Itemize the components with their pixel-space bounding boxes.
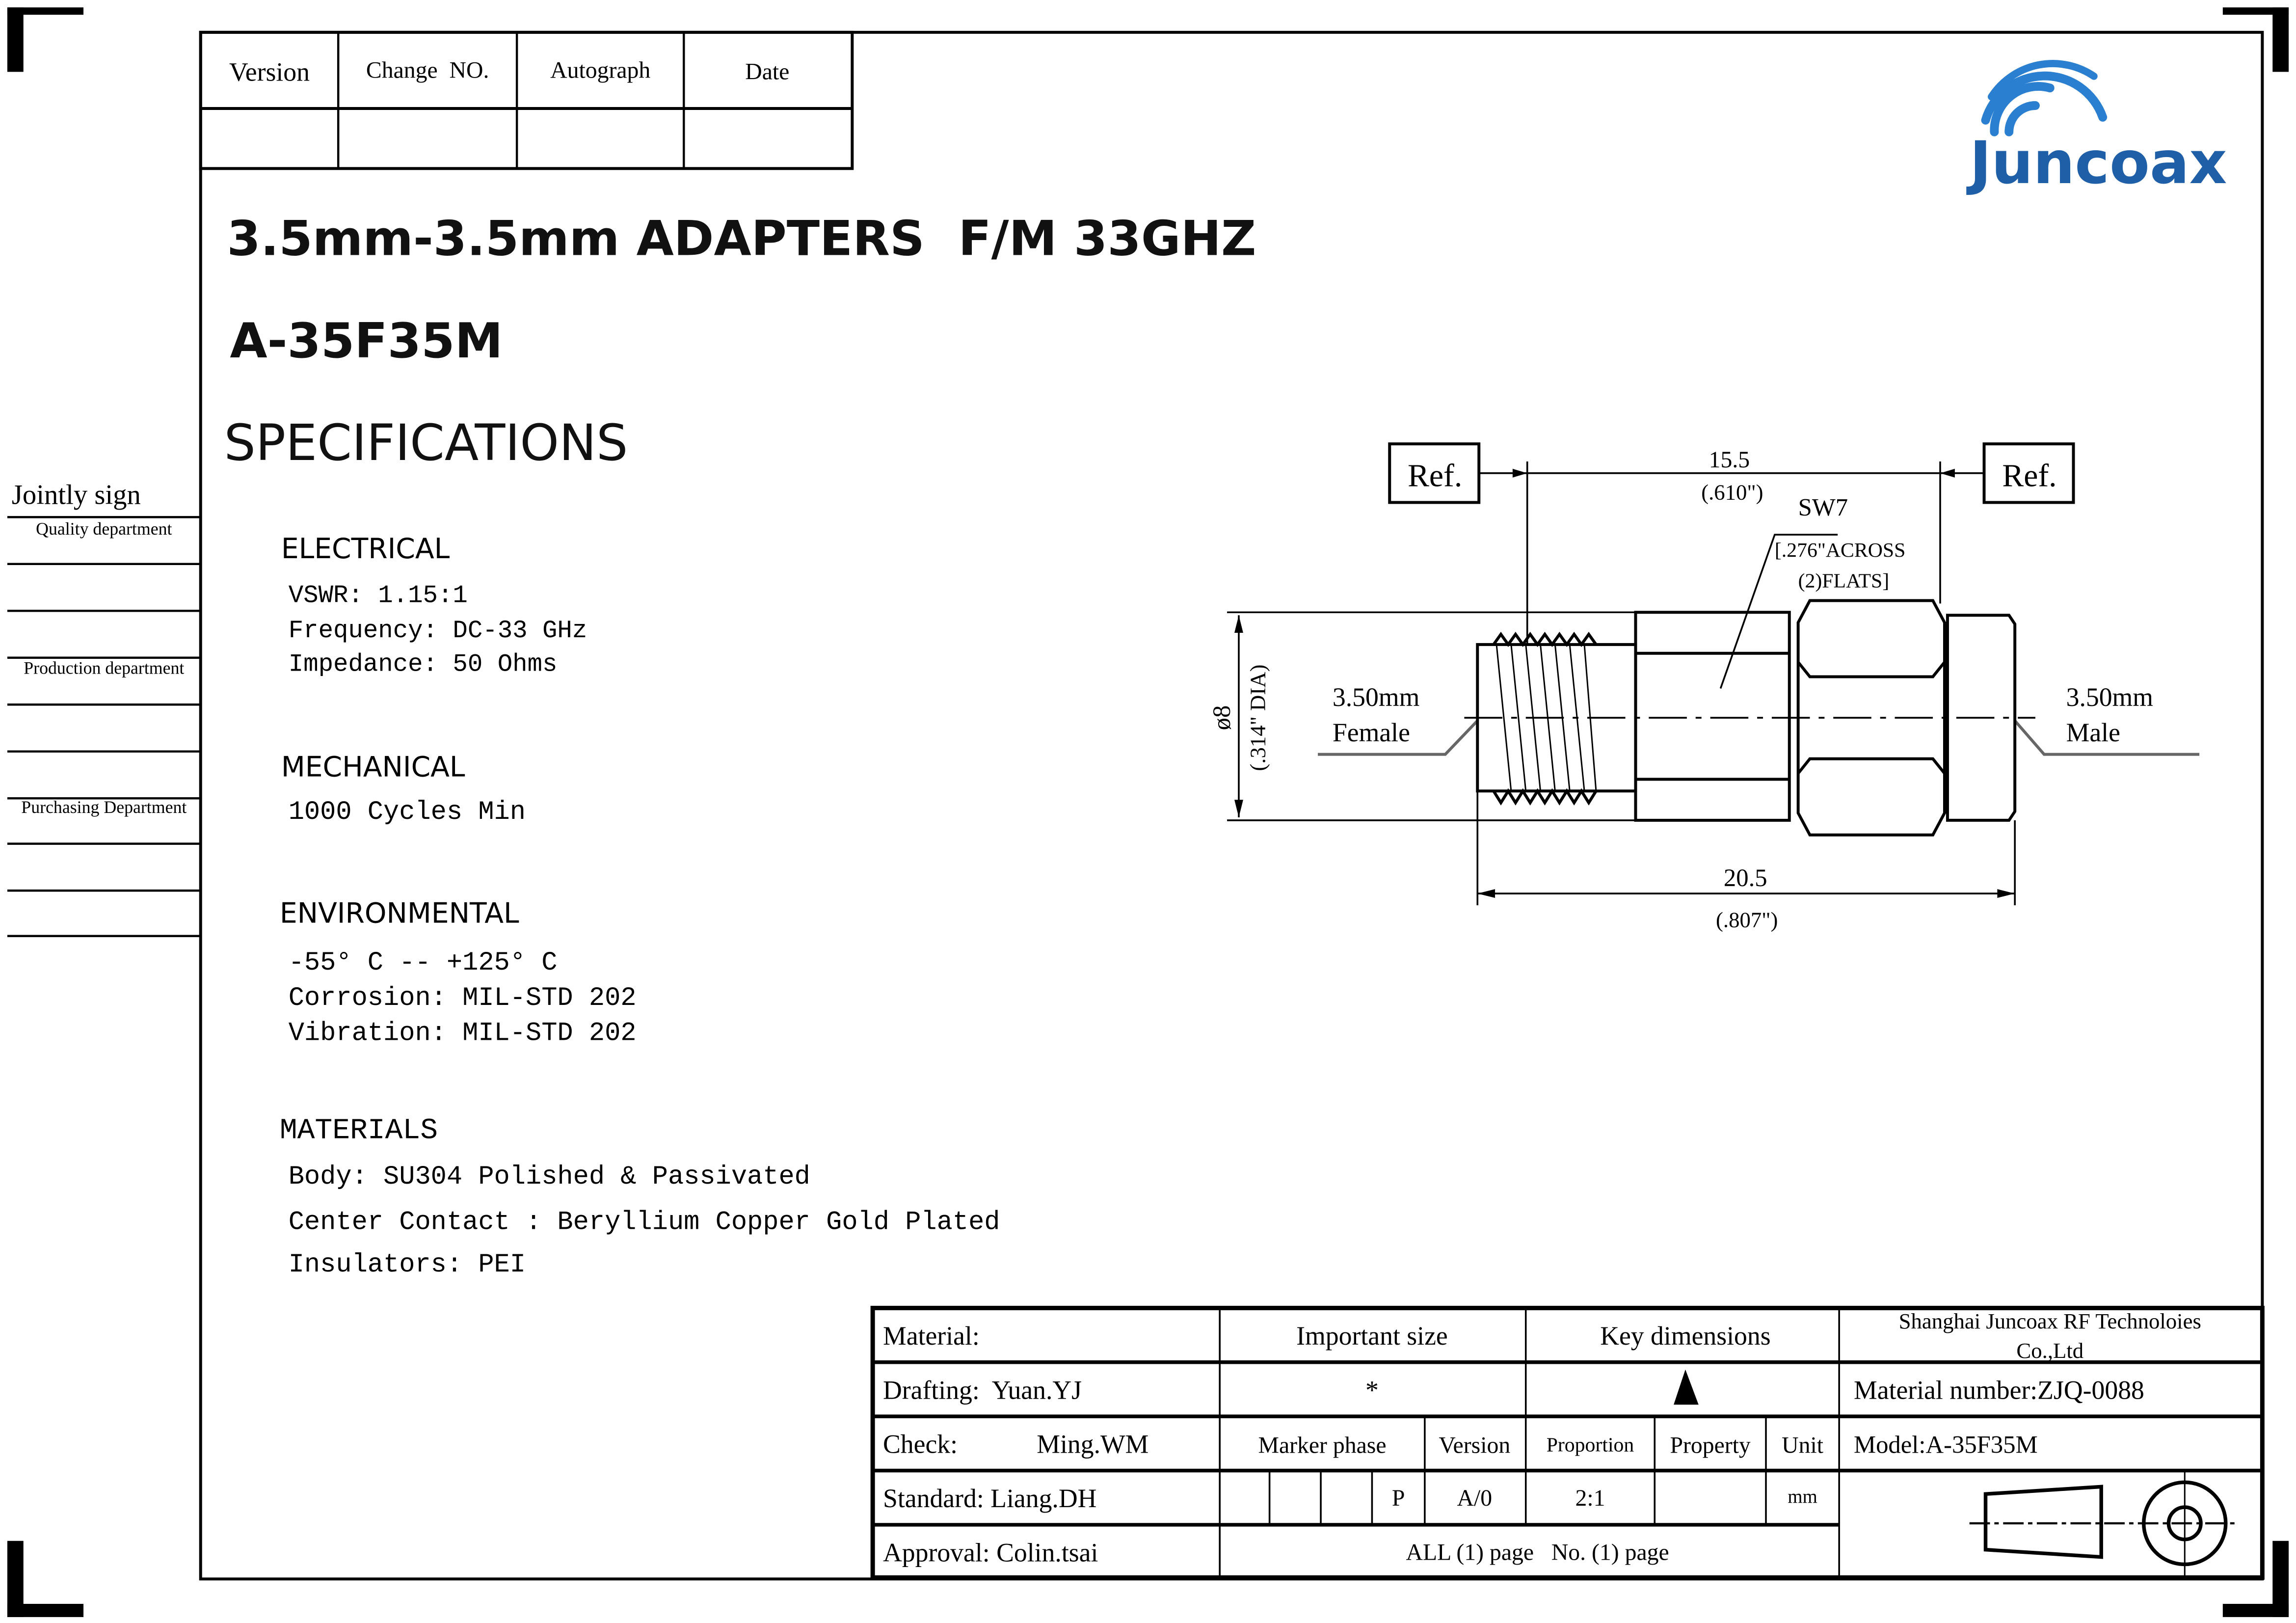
corner-marks (7, 7, 2289, 1617)
header-change-no: Change NO. (366, 57, 489, 83)
product-title: 3.5mm-3.5mm ADAPTERS F/M 33GHZ (227, 211, 1256, 267)
tb-company: Shanghai Juncoax RF Technoloies (1899, 1309, 2201, 1333)
spec-electrical: ELECTRICAL VSWR: 1.15:1 Frequency: DC-33… (281, 533, 587, 679)
ref-length-mm: 15.5 (1709, 447, 1750, 473)
dept-production: Production department (24, 657, 185, 678)
spec-mechanical: MECHANICAL 1000 Cycles Min (281, 751, 526, 827)
tb-version-value: A/0 (1457, 1485, 1493, 1511)
dept-purchasing: Purchasing Department (21, 797, 187, 817)
tb-material: Material: (883, 1321, 980, 1351)
spec-line: Center Contact : Beryllium Copper Gold P… (289, 1207, 1000, 1237)
tb-material-number: Material number:ZJQ-0088 (1854, 1375, 2144, 1405)
brand-name: Juncoax (1966, 129, 2227, 197)
materials-heading: MATERIALS (280, 1113, 438, 1147)
mechanical-heading: MECHANICAL (281, 751, 465, 783)
spec-materials: MATERIALS Body: SU304 Polished & Passiva… (280, 1113, 1000, 1279)
tb-pages: ALL (1) page No. (1) page (1406, 1540, 1669, 1566)
dia-in: (.314" DIA) (1246, 665, 1270, 771)
spec-line: -55° C -- +125° C (289, 948, 558, 978)
spec-line: 1000 Cycles Min (289, 797, 526, 827)
dia-mm: ø8 (1208, 705, 1235, 730)
ref-right: Ref. (2002, 459, 2056, 494)
spec-line: Vibration: MIL-STD 202 (289, 1018, 637, 1048)
juncoax-logo: Juncoax (1966, 60, 2227, 197)
tb-standard: Standard: Liang.DH (883, 1484, 1096, 1513)
wrench-size: SW7 (1798, 493, 1848, 521)
tb-version: Version (1439, 1433, 1510, 1459)
female-label: 3.50mm (1333, 682, 1419, 712)
wrench-note: (2)FLATS] (1798, 570, 1890, 593)
spec-line: Frequency: DC-33 GHz (289, 617, 587, 645)
tb-property: Property (1670, 1433, 1750, 1459)
tb-marker-value: P (1392, 1485, 1405, 1511)
overall-mm: 20.5 (1724, 864, 1767, 892)
male-label: 3.50mm (2066, 682, 2153, 712)
spec-line: VSWR: 1.15:1 (289, 582, 468, 610)
part-number: A-35F35M (230, 313, 503, 369)
sign-heading: Jointly sign (12, 479, 141, 510)
specs-heading: SPECIFICATIONS (224, 414, 628, 472)
title-block: Material: Drafting: Yuan.YJ Check: Ming.… (870, 1305, 2265, 1580)
tb-drafting: Drafting: Yuan.YJ (883, 1375, 1082, 1405)
environmental-heading: ENVIRONMENTAL (280, 897, 519, 930)
header-version: Version (229, 57, 310, 86)
tb-check-label: Check: (883, 1430, 958, 1459)
wrench-note: [.276"ACROSS (1775, 539, 1905, 562)
adapter-drawing: Ref. Ref. (1208, 442, 2200, 932)
sign-panel: Jointly sign Quality department Producti… (7, 479, 201, 937)
spec-line: Body: SU304 Polished & Passivated (289, 1162, 810, 1192)
tb-marker-phase: Marker phase (1258, 1433, 1387, 1459)
ref-left: Ref. (1408, 459, 1462, 494)
header-date: Date (745, 58, 789, 84)
tb-proportion-value: 2:1 (1575, 1485, 1605, 1511)
tb-company: Co.,Ltd (2016, 1338, 2083, 1363)
female-label: Female (1333, 718, 1410, 747)
header-autograph: Autograph (550, 57, 650, 83)
electrical-heading: ELECTRICAL (281, 533, 450, 565)
spec-environmental: ENVIRONMENTAL -55° C -- +125° C Corrosio… (280, 897, 637, 1049)
projection-symbol-icon (1969, 1470, 2238, 1578)
tb-approval: Approval: Colin.tsai (883, 1538, 1098, 1568)
tb-unit-value: mm (1788, 1486, 1817, 1507)
tb-check-name: Ming.WM (1037, 1430, 1148, 1459)
ref-length-in: (.610") (1701, 480, 1763, 505)
tb-key-dimensions: Key dimensions (1600, 1321, 1770, 1351)
revision-table: Version Change NO. Autograph Date (199, 30, 854, 170)
spec-line: Impedance: 50 Ohms (289, 651, 558, 679)
tb-important-symbol: * (1365, 1375, 1379, 1405)
male-label: Male (2066, 718, 2120, 747)
tb-proportion: Proportion (1547, 1434, 1634, 1457)
tb-important-size: Important size (1296, 1321, 1448, 1351)
spec-line: Insulators: PEI (289, 1250, 526, 1280)
tb-unit: Unit (1782, 1433, 1823, 1459)
dept-quality: Quality department (36, 518, 172, 540)
overall-in: (.807") (1716, 908, 1778, 932)
spec-line: Corrosion: MIL-STD 202 (289, 983, 637, 1013)
key-dimension-triangle-icon (1674, 1369, 1699, 1405)
tb-model: Model:A-35F35M (1854, 1431, 2038, 1459)
